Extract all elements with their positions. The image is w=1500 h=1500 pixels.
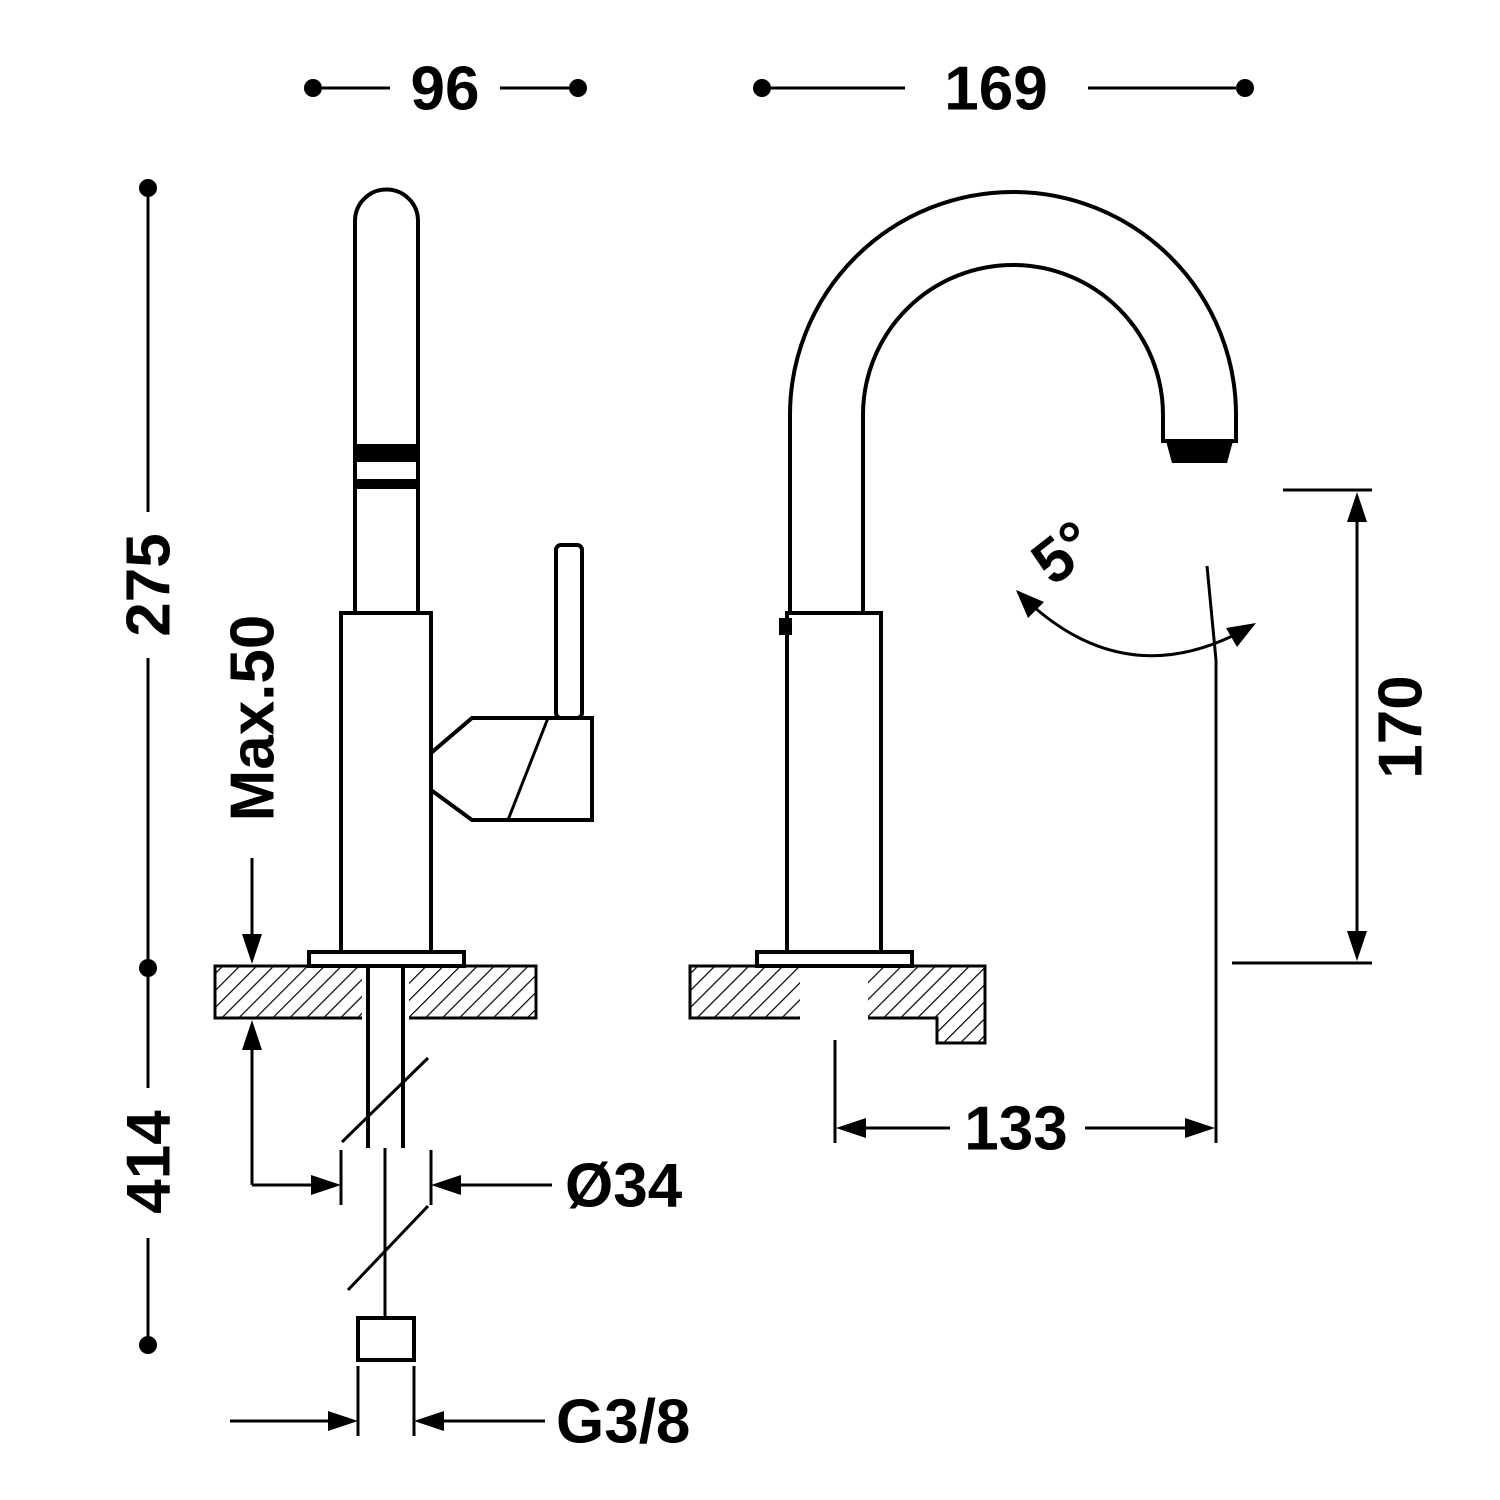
dim-endpoint-dot bbox=[569, 79, 587, 97]
dimension-height-275: 275 bbox=[115, 179, 184, 977]
dim-endpoint-dot bbox=[139, 959, 157, 977]
break-slash-lower bbox=[346, 1204, 430, 1292]
front-spout-band-lower bbox=[355, 479, 418, 489]
front-handle-lever bbox=[554, 543, 584, 720]
front-spout-band-upper bbox=[355, 444, 418, 462]
dim-endpoint-dot bbox=[304, 79, 322, 97]
dim-label-thread: G3/8 bbox=[556, 1388, 690, 1457]
arrow-right bbox=[311, 1175, 341, 1195]
side-spout-tip-band bbox=[1166, 441, 1233, 463]
arrow-down bbox=[242, 934, 262, 964]
dimension-width-96: 96 bbox=[304, 55, 587, 124]
dim-label-133: 133 bbox=[964, 1095, 1067, 1164]
break-slash-upper bbox=[340, 1056, 430, 1144]
arrow-right bbox=[1185, 1118, 1215, 1138]
dimension-thread-g38: G3/8 bbox=[230, 1366, 690, 1457]
dimension-diameter-34: Ø34 bbox=[252, 1150, 683, 1221]
side-view bbox=[688, 190, 1238, 1045]
dim-label-96: 96 bbox=[411, 55, 480, 124]
arrow-up bbox=[1347, 492, 1367, 522]
side-body bbox=[785, 611, 883, 954]
dim-endpoint-dot bbox=[139, 179, 157, 197]
dim-label-d34: Ø34 bbox=[565, 1152, 683, 1221]
arrow-down bbox=[1347, 931, 1367, 961]
swivel-arc bbox=[1016, 590, 1254, 658]
annotation-swivel-5deg: 5° bbox=[1016, 508, 1256, 1143]
dimension-reach-133: 133 bbox=[833, 1040, 1215, 1164]
arrow-arc-right bbox=[1226, 623, 1256, 647]
dimension-height-170: 170 bbox=[1232, 488, 1436, 965]
dimension-max50: Max.50 bbox=[219, 615, 288, 1185]
front-hose-nut bbox=[356, 1316, 416, 1362]
dimension-height-414: 414 bbox=[115, 977, 184, 1354]
side-base-flange-cover bbox=[755, 950, 914, 968]
dim-label-170: 170 bbox=[1367, 675, 1436, 778]
dim-label-275: 275 bbox=[115, 533, 184, 636]
front-view bbox=[213, 187, 594, 1362]
dimension-width-169: 169 bbox=[753, 55, 1254, 124]
dim-label-max50: Max.50 bbox=[219, 615, 288, 822]
dim-endpoint-dot bbox=[1236, 79, 1254, 97]
dim-endpoint-dot bbox=[139, 1336, 157, 1354]
arrow-right bbox=[328, 1411, 358, 1431]
front-body bbox=[339, 611, 433, 954]
arrow-arc-left bbox=[1016, 590, 1044, 618]
front-base-flange-cover bbox=[307, 950, 466, 968]
arrow-left bbox=[414, 1411, 444, 1431]
dim-endpoint-dot bbox=[753, 79, 771, 97]
front-spout-column bbox=[353, 187, 420, 613]
dim-label-5deg: 5° bbox=[1019, 508, 1108, 599]
arrow-left bbox=[431, 1175, 461, 1195]
arrow-left bbox=[836, 1118, 866, 1138]
swivel-axis-tilt bbox=[1205, 565, 1218, 661]
front-handle-base bbox=[429, 716, 594, 822]
side-body-detail bbox=[779, 618, 792, 635]
dim-label-414: 414 bbox=[115, 1110, 184, 1214]
arrow-up bbox=[242, 1020, 262, 1050]
front-handle-seam bbox=[506, 717, 550, 821]
side-spout-gooseneck bbox=[788, 190, 1238, 613]
side-counter-hole bbox=[800, 963, 868, 1021]
dim-label-169: 169 bbox=[944, 55, 1047, 124]
